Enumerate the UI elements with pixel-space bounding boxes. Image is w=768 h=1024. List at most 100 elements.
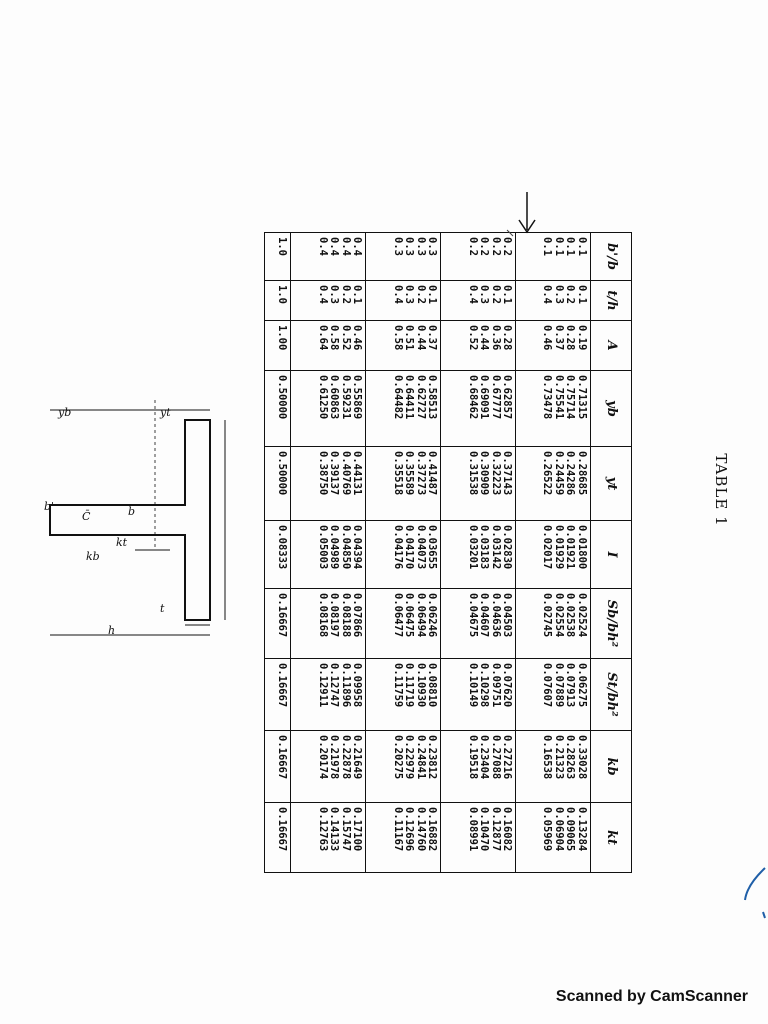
cell-value: 0.44	[414, 325, 427, 351]
b-prime-label: b'	[44, 500, 54, 513]
cell-value: 0.16667	[276, 593, 289, 638]
cell-value: 0.1	[501, 285, 514, 304]
cell-value: 0.09751	[489, 663, 502, 708]
table-cell: 0.16667	[264, 588, 291, 659]
cell-value: 0.1	[426, 285, 439, 304]
cell-value: 0.24841	[414, 735, 427, 780]
cell-value: 0.10298	[478, 663, 491, 708]
cell-value: 0.04607	[478, 593, 491, 638]
cell-value: 0.05969	[541, 807, 554, 852]
cell-value: 0.22979	[403, 735, 416, 780]
cell-value: 0.21323	[553, 735, 565, 780]
cell-value: 0.35518	[391, 451, 404, 496]
cell-value: 0.2	[489, 285, 502, 304]
cell-value: 0.06494	[414, 593, 427, 638]
cell-value: 0.37143	[501, 451, 514, 496]
cell-value: 0.46	[351, 325, 364, 351]
kt-label: kt	[116, 536, 128, 549]
t-label: t	[160, 602, 165, 615]
cell-value: 0.08188	[339, 593, 352, 638]
cell-value: 0.68462	[466, 375, 479, 420]
cell-value: 0.38750	[316, 451, 329, 496]
cell-value: 0.12747	[328, 663, 341, 708]
cell-value: 0.11719	[403, 663, 416, 708]
cell-value: 0.12696	[403, 807, 416, 852]
column-header: kt	[590, 802, 632, 873]
cell-value: 0.52	[339, 325, 352, 351]
cell-value: 0.16082	[501, 807, 514, 852]
column-header: b'/b	[590, 232, 632, 281]
cell-value: 0.16667	[276, 807, 289, 852]
cell-value: 0.4	[466, 285, 479, 304]
cell-value: 0.3	[391, 237, 404, 256]
cell-value: 0.06475	[403, 593, 416, 638]
cell-value: 0.50000	[276, 451, 289, 496]
cell-value: 0.3	[553, 285, 565, 304]
table-cell: 0.16667	[264, 802, 291, 873]
table-cell: 1.00	[264, 320, 291, 371]
cell-value: 0.58513	[426, 375, 439, 420]
column-header: I	[590, 520, 632, 589]
cell-value: 0.35589	[403, 451, 416, 496]
cell-value: 0.21978	[328, 735, 341, 780]
cell-value: 0.21649	[351, 735, 364, 780]
cell-value: 0.69091	[478, 375, 491, 420]
cell-value: 0.07607	[541, 663, 554, 708]
cell-value: 0.41487	[426, 451, 439, 496]
cell-value: 0.11759	[391, 663, 404, 708]
cell-value: 0.08810	[426, 663, 439, 708]
cell-value: 0.28	[501, 325, 514, 351]
cell-value: 0.03201	[466, 525, 479, 570]
t-beam-outline	[49, 419, 211, 621]
t-section-diagram: b b' h t yb yt kt kb C̄	[44, 400, 226, 637]
table-cell: 0.08333	[264, 520, 291, 589]
cell-value: 0.12877	[489, 807, 502, 852]
cell-value: 0.01929	[553, 525, 565, 570]
cell-value: 0.36	[489, 325, 502, 351]
cell-value: 0.24286	[564, 451, 577, 496]
cell-value: 0.04850	[339, 525, 352, 570]
yb-label: yb	[57, 406, 71, 419]
cell-value: 1.0	[276, 285, 289, 304]
cell-value: 0.08991	[466, 807, 479, 852]
cell-value: 0.27088	[489, 735, 502, 780]
cell-value: 0.19	[576, 325, 588, 351]
cell-value: 0.01921	[564, 525, 577, 570]
cell-value: 0.04176	[391, 525, 404, 570]
cell-value: 0.04989	[328, 525, 341, 570]
cell-value: 0.09065	[564, 807, 577, 852]
cell-value: 0.08197	[328, 593, 341, 638]
cell-value: 0.73478	[541, 375, 554, 420]
column-header: yb	[590, 370, 632, 447]
cell-value: 0.04636	[489, 593, 502, 638]
cell-value: 0.62857	[501, 375, 514, 420]
cell-value: 0.3	[426, 237, 439, 256]
pen-mark-icon	[744, 867, 766, 919]
cell-value: 0.14760	[414, 807, 427, 852]
cell-value: 0.28263	[564, 735, 577, 780]
cell-value: 0.67777	[489, 375, 502, 420]
cell-value: 0.3	[403, 285, 416, 304]
cell-value: 0.10470	[478, 807, 491, 852]
cell-value: 0.4	[316, 285, 329, 304]
b-label: b	[128, 505, 135, 518]
